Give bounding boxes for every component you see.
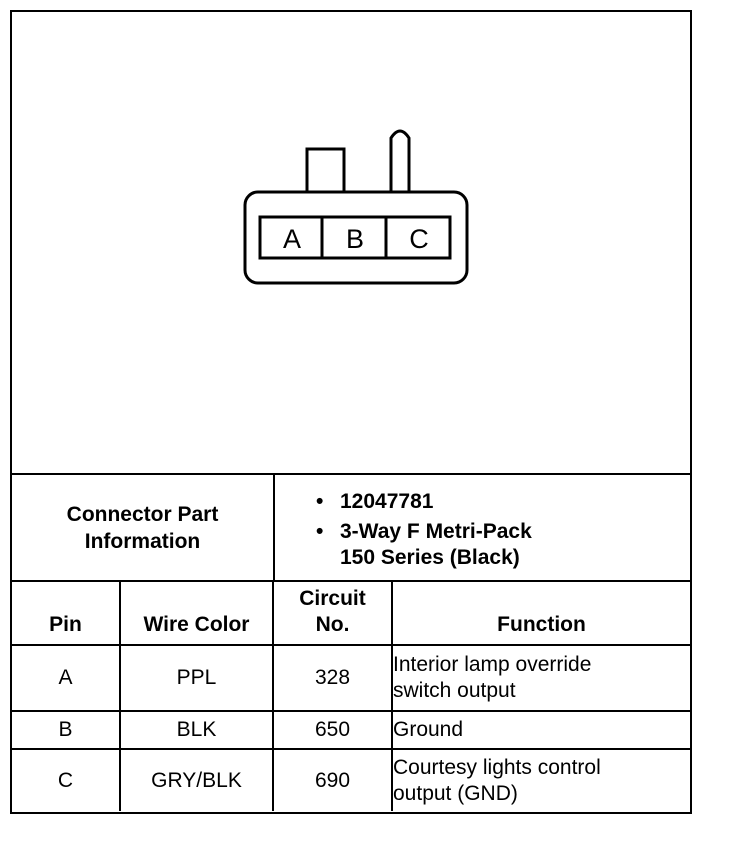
cell-wire-color: PPL — [119, 644, 274, 712]
cell-wire-color: BLK — [119, 710, 274, 750]
cell-circuit: 650 — [272, 710, 393, 750]
part-number: 12047781 — [312, 487, 532, 517]
cell-pin: A — [12, 644, 121, 712]
connector-sheet: A B C Connector Part Information 1204778… — [10, 10, 692, 814]
part-info-label-line1: Connector Part — [66, 502, 219, 526]
cell-function-line1: Interior lamp override — [393, 653, 592, 676]
pin-label-a: A — [283, 224, 301, 254]
cell-function: Courtesy lights control output (GND) — [391, 748, 690, 811]
part-description-cont: 150 Series (Black) — [340, 546, 520, 569]
part-description: 3-Way F Metri-Pack — [312, 517, 532, 547]
header-circuit-line1: Circuit — [299, 587, 366, 610]
cell-function-line1: Ground — [393, 718, 464, 741]
cell-pin: B — [12, 710, 121, 750]
cell-circuit: 690 — [272, 748, 393, 811]
connector-drawing: A B C — [243, 129, 469, 285]
connector-diagram: A B C — [12, 12, 690, 475]
cell-function-line1: Courtesy lights control — [393, 755, 601, 779]
cell-function: Ground — [391, 710, 690, 750]
table-header-row: Pin Wire Color Circuit No. Function — [12, 582, 690, 646]
pin-label-b: B — [346, 224, 364, 254]
latch-tab — [305, 147, 346, 194]
cell-function: Interior lamp override switch output — [391, 644, 690, 712]
cell-pin: C — [12, 748, 121, 811]
table-row: B BLK 650 Ground — [12, 710, 690, 750]
header-circuit: Circuit No. — [272, 582, 393, 646]
table-row: A PPL 328 Interior lamp override switch … — [12, 644, 690, 712]
header-function: Function — [391, 582, 690, 646]
part-info-details: 12047781 3-Way F Metri-Pack 150 Series (… — [312, 487, 532, 573]
connector-part-info: Connector Part Information 12047781 3-Wa… — [12, 475, 690, 582]
cell-circuit: 328 — [272, 644, 393, 712]
locking-finger — [389, 129, 411, 192]
cell-function-line2: output (GND) — [393, 781, 518, 805]
part-info-label: Connector Part Information — [12, 475, 275, 580]
part-info-label-line2: Information — [84, 529, 201, 553]
cell-wire-color: GRY/BLK — [119, 748, 274, 811]
pin-label-c: C — [409, 224, 429, 254]
header-wire-color: Wire Color — [119, 582, 274, 646]
header-pin: Pin — [12, 582, 121, 646]
pin-cavities — [258, 215, 452, 260]
pinout-table: Pin Wire Color Circuit No. Function A PP… — [12, 582, 690, 811]
header-circuit-line2: No. — [315, 613, 350, 636]
table-row: C GRY/BLK 690 Courtesy lights control ou… — [12, 748, 690, 811]
cell-function-line2: switch output — [393, 679, 516, 702]
